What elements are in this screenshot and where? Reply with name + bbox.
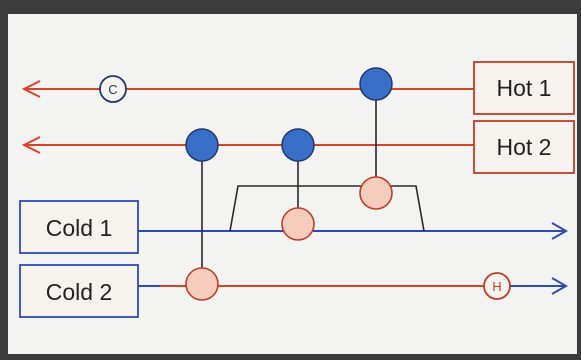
hot1-label: Hot 1 bbox=[497, 75, 552, 101]
heater-icon bbox=[483, 272, 511, 300]
hot2-label: Hot 2 bbox=[497, 134, 552, 160]
cold1-label-box bbox=[19, 200, 139, 254]
exchanger2-cold-node bbox=[281, 207, 315, 241]
exchanger1-cold-node bbox=[185, 267, 219, 301]
exchanger2-hot-node bbox=[281, 128, 315, 162]
cooler-label: C bbox=[108, 82, 117, 97]
cold2-label-box bbox=[19, 264, 139, 318]
hot2-label-box bbox=[473, 120, 575, 174]
cold1-arrowhead bbox=[551, 222, 569, 240]
exchanger3-hot-node bbox=[359, 67, 393, 101]
exchanger3-cold-node bbox=[359, 176, 393, 210]
cooler-icon bbox=[99, 75, 127, 103]
cold1-label: Cold 1 bbox=[46, 215, 112, 241]
cold1-bypass-split bbox=[229, 185, 425, 232]
hot1-label-box bbox=[473, 61, 575, 115]
heater-label: H bbox=[492, 279, 501, 294]
hot2-arrowhead bbox=[21, 136, 41, 154]
hot1-arrowhead bbox=[21, 80, 41, 98]
cold2-label: Cold 2 bbox=[46, 279, 112, 305]
exchanger1-hot-node bbox=[185, 128, 219, 162]
cold2-arrowhead bbox=[551, 277, 569, 295]
